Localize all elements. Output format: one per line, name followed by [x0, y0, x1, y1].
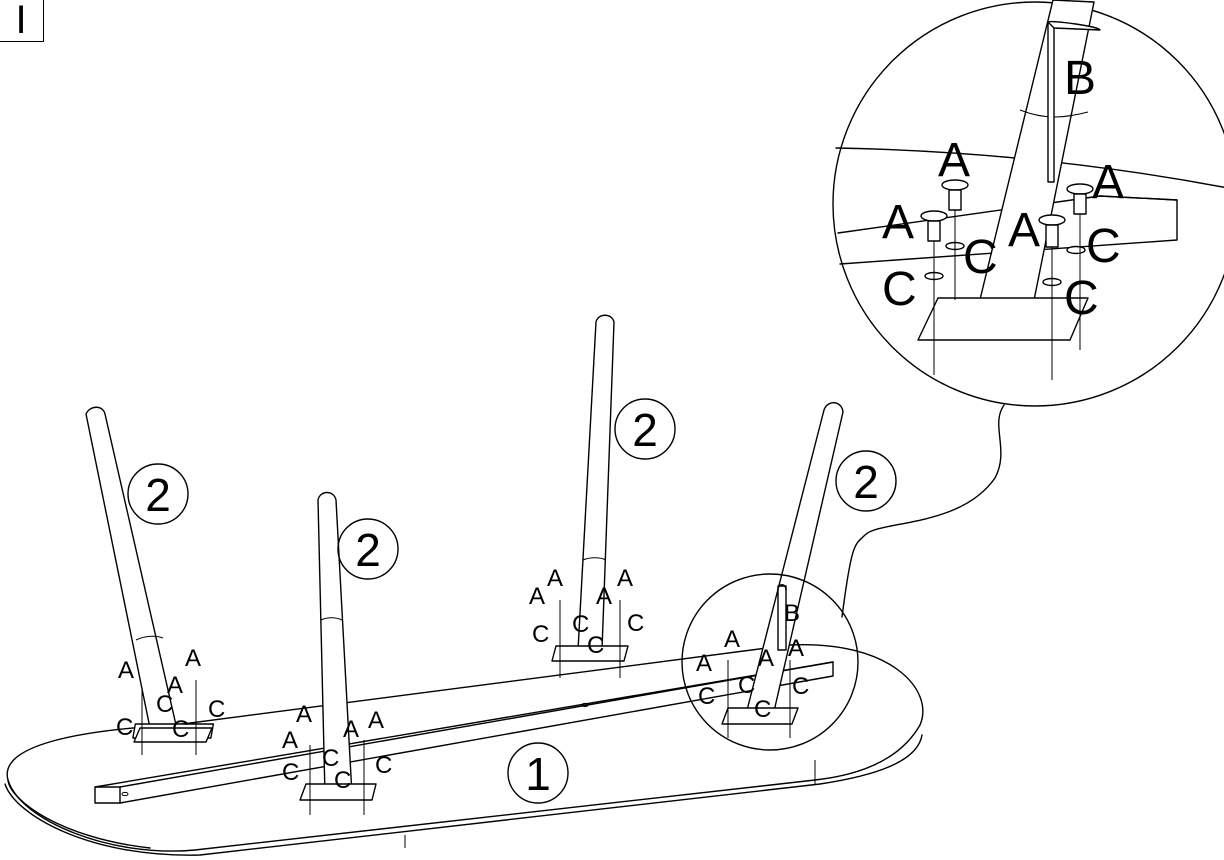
leg-label: 2 [632, 404, 658, 456]
bolt-label: A [724, 626, 740, 653]
washer-label: C [792, 673, 809, 700]
hardware-labels-front-mid: A A A A C C C C [282, 701, 392, 794]
bolt-label: A [368, 707, 384, 734]
washer-label: C [1064, 272, 1099, 325]
bolt-label: A [617, 565, 633, 592]
bolt-label: A [882, 196, 914, 249]
leg-label: 2 [853, 456, 879, 508]
part-callout-leg-2: 2 [337, 518, 399, 580]
washer-label: C [572, 611, 589, 638]
bolt-label: A [1008, 204, 1040, 257]
leg-front-mid [317, 491, 353, 796]
tabletop-label: 1 [525, 748, 551, 800]
step-number: I [15, 0, 27, 42]
washer-label: C [156, 691, 173, 718]
washer-label: C [587, 632, 604, 659]
allen-key-label: B [1064, 52, 1096, 105]
bolt-label: A [596, 583, 612, 610]
leg-label: 2 [145, 469, 171, 521]
bolt-label: A [529, 583, 545, 610]
center-rail [94, 661, 834, 804]
leg-front-left [85, 406, 215, 739]
bolt-label: A [758, 645, 774, 672]
hardware-labels-back-mid: A A A A C C C C [529, 565, 644, 659]
bolt-label: A [118, 657, 134, 684]
washer-label: C [963, 231, 998, 284]
bolt-label: A [1092, 156, 1124, 209]
part-callout-leg-1: 2 [127, 463, 189, 525]
bolt-label: A [282, 727, 298, 754]
zoom-circle-detail: B A A A A C C C C [832, 0, 1224, 407]
washer-label: C [738, 672, 755, 699]
bolt-label: A [547, 565, 563, 592]
mounting-plates [133, 645, 799, 801]
washer-label: C [627, 610, 644, 637]
part-callout-leg-4: 2 [835, 450, 897, 512]
washer-label: C [334, 767, 351, 794]
hardware-labels-front-left: A A A C C C C [116, 645, 225, 743]
allen-key-label: B [784, 600, 800, 627]
leg-right [744, 402, 844, 721]
zoom-circle-small: B A A A A C C C C [681, 573, 859, 751]
washer-label: C [1086, 220, 1121, 273]
part-callout-tabletop: 1 [507, 742, 569, 804]
washer-label: C [322, 745, 339, 772]
bolt-label: A [343, 716, 359, 743]
part-callout-leg-3: 2 [614, 398, 676, 460]
washer-label: C [698, 683, 715, 710]
washer-label: C [375, 752, 392, 779]
leg-label: 2 [355, 524, 381, 576]
hardware-marks [141, 600, 791, 815]
bolt-label: A [296, 701, 312, 728]
bolt-label: A [938, 134, 970, 187]
washer-label: C [116, 714, 133, 741]
bolt-label: A [788, 635, 804, 662]
bolt-label: A [167, 672, 183, 699]
washer-label: C [882, 263, 917, 316]
washer-label: C [754, 696, 771, 723]
step-number-box: I [0, 0, 44, 42]
detail-connector [841, 404, 1005, 618]
washer-label: C [282, 759, 299, 786]
washer-label: C [208, 696, 225, 723]
washer-label: C [172, 716, 189, 743]
leg-back-mid [577, 314, 615, 651]
washer-label: C [532, 621, 549, 648]
bolt-label: A [696, 650, 712, 677]
bolt-label: A [185, 645, 201, 672]
